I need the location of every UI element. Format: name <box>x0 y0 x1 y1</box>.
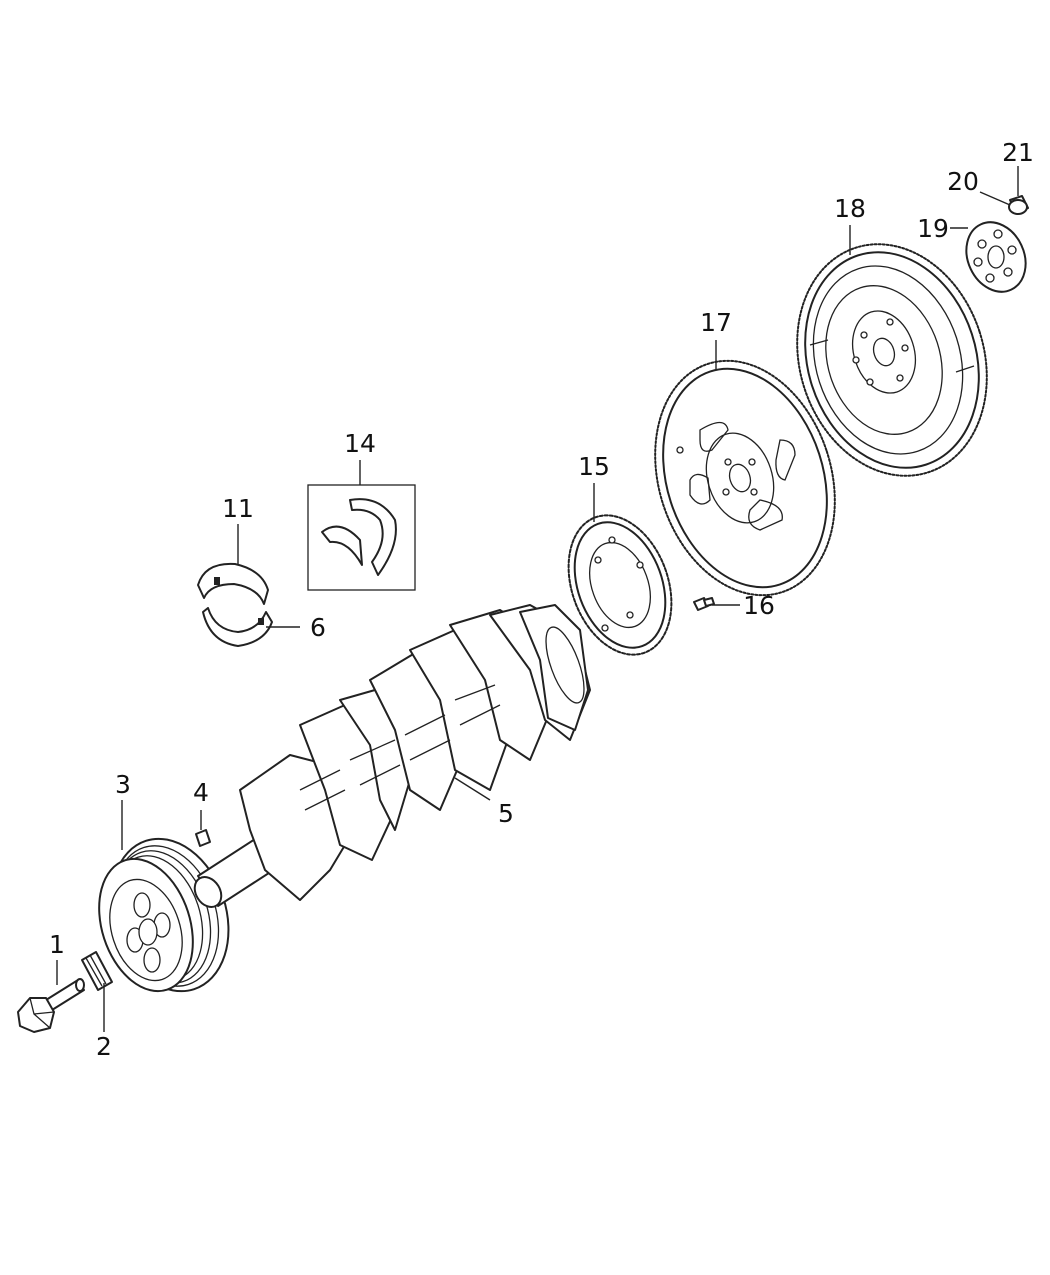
part-2-washer <box>81 951 113 991</box>
part-11-bearing-shell <box>197 562 269 605</box>
callout-4: 4 <box>193 778 209 807</box>
part-19-plate <box>965 221 1027 293</box>
part-4-key <box>195 829 211 847</box>
callout-20: 20 <box>947 167 979 196</box>
part-15-tone-ring <box>567 514 673 656</box>
callout-labels: 1 2 3 4 5 6 11 14 15 16 17 18 19 20 21 <box>49 138 1034 1061</box>
callout-5: 5 <box>498 799 514 828</box>
callout-6: 6 <box>310 613 326 642</box>
callout-11: 11 <box>222 494 254 523</box>
part-5-crankshaft <box>193 604 591 908</box>
callout-17: 17 <box>700 308 732 337</box>
callout-1: 1 <box>49 930 65 959</box>
part-18-flywheel <box>796 243 988 477</box>
callout-21: 21 <box>1002 138 1034 167</box>
part-14-box <box>307 484 416 591</box>
part-6-bearing-shell <box>202 607 273 647</box>
part-1-bolt <box>17 978 85 1033</box>
part-16-bolt <box>693 597 715 611</box>
callout-3: 3 <box>115 770 131 799</box>
callout-15: 15 <box>578 452 610 481</box>
part-14-thrust-washers <box>307 484 416 591</box>
callout-18: 18 <box>834 194 866 223</box>
callout-2: 2 <box>96 1032 112 1061</box>
callout-19: 19 <box>917 214 949 243</box>
callout-14: 14 <box>344 429 376 458</box>
part-17-flexplate <box>654 359 836 597</box>
callout-16: 16 <box>743 591 775 620</box>
leader-lines <box>56 166 1019 1032</box>
part-21-bolt <box>1008 195 1029 215</box>
